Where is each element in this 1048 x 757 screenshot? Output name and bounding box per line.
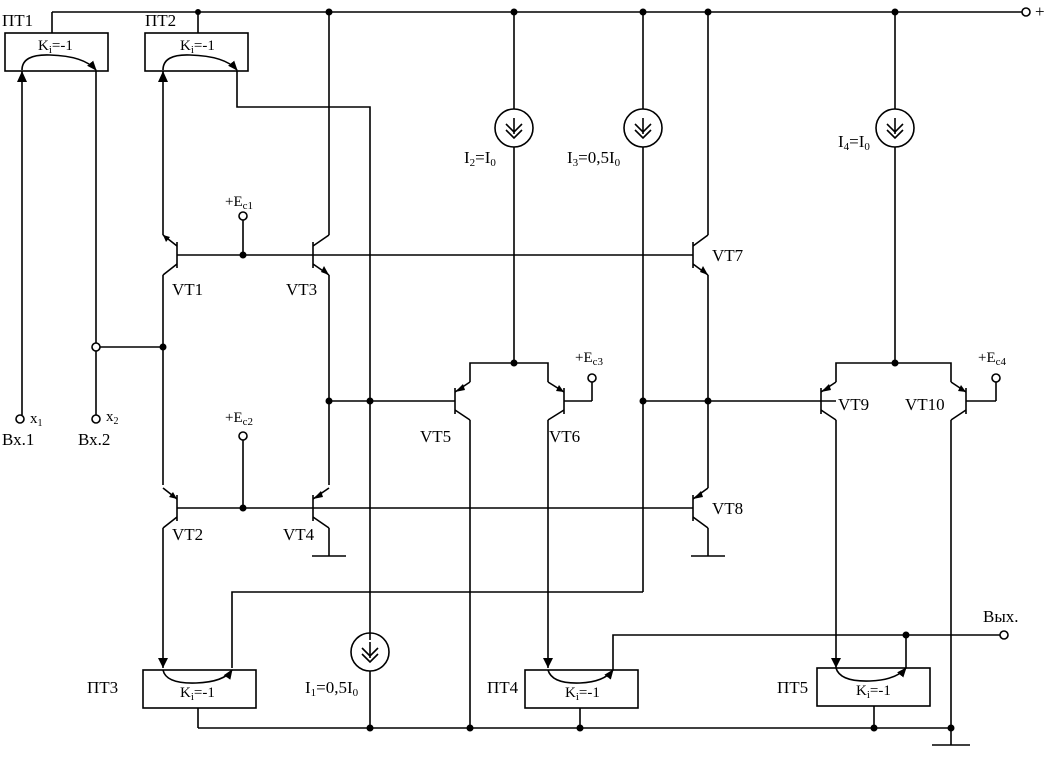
vt10-transistor: VT10 [905, 381, 967, 421]
ec2-label: +Ec2 [225, 410, 253, 428]
supply-terminal[interactable] [1021, 7, 1031, 17]
i1-current-source: I1=0,5I0 [305, 632, 390, 699]
vt3-transistor: VT3 [286, 234, 330, 299]
pt1-mirror: ПТ1 Ki=-1 [2, 11, 109, 72]
pt2-label: ПТ2 [145, 11, 176, 30]
output-terminal[interactable] [999, 630, 1009, 640]
input1-terminal[interactable] [15, 414, 25, 424]
vt3-label: VT3 [286, 280, 317, 299]
pt3-label: ПТ3 [87, 678, 118, 697]
i3-current-source: I3=0,5I0 [567, 108, 663, 169]
i2-current-source: I2=I0 [464, 108, 534, 169]
vt4-transistor: VT4 [283, 487, 330, 544]
supply-rail: + [51, 2, 1045, 33]
x1-label: x1 [30, 411, 43, 429]
vt5-label: VT5 [420, 427, 451, 446]
x2-label: x2 [106, 409, 119, 427]
svg-text:Ki=-1: Ki=-1 [180, 685, 215, 703]
svg-text:Ki=-1: Ki=-1 [38, 38, 73, 56]
vt9-label: VT9 [838, 395, 869, 414]
i4-current-source: I4=I0 [838, 108, 915, 153]
input1-label: Вх.1 [2, 430, 34, 449]
pt5-label: ПТ5 [777, 678, 808, 697]
i1-label: I1=0,5I0 [305, 678, 359, 699]
vt9-transistor: VT9 [820, 381, 869, 421]
vt4-label: VT4 [283, 525, 315, 544]
ec3-terminal[interactable] [587, 373, 597, 383]
pt4-mirror: ПТ4 Ki=-1 [487, 669, 639, 709]
input2-label: Вх.2 [78, 430, 110, 449]
pt2-mirror: ПТ2 Ki=-1 [144, 11, 249, 72]
vt1-label: VT1 [172, 280, 203, 299]
svg-text:Ki=-1: Ki=-1 [856, 683, 891, 701]
i4-label: I4=I0 [838, 132, 870, 153]
vt2-label: VT2 [172, 525, 203, 544]
ec1-label: +Ec1 [225, 194, 253, 212]
input2-terminal[interactable] [91, 414, 101, 424]
vt7-label: VT7 [712, 246, 744, 265]
supply-plus-label: + [1035, 2, 1045, 21]
ec4-label: +Ec4 [978, 350, 1007, 368]
i3-label: I3=0,5I0 [567, 148, 621, 169]
vt1-transistor: VT1 [162, 234, 203, 299]
pt3-mirror: ПТ3 Ki=-1 [87, 669, 257, 709]
i2-label: I2=I0 [464, 148, 496, 169]
ec1-terminal[interactable] [238, 211, 248, 221]
pt5-mirror: ПТ5 Ki=-1 [777, 667, 931, 707]
vt10-label: VT10 [905, 395, 945, 414]
vt7-transistor: VT7 [692, 234, 744, 276]
ec2-terminal[interactable] [238, 431, 248, 441]
svg-text:Ki=-1: Ki=-1 [565, 685, 600, 703]
vt8-transistor: VT8 [692, 487, 743, 529]
vt8-label: VT8 [712, 499, 743, 518]
vt6-transistor: VT6 [547, 381, 580, 446]
ec4-terminal[interactable] [991, 373, 1001, 383]
svg-text:Ki=-1: Ki=-1 [180, 38, 215, 56]
output-label: Вых. [983, 607, 1019, 626]
vt5-transistor: VT5 [420, 381, 471, 446]
pt1-label: ПТ1 [2, 11, 33, 30]
vt6-label: VT6 [549, 427, 580, 446]
vt2-transistor: VT2 [162, 487, 203, 544]
ec3-label: +Ec3 [575, 350, 604, 368]
pt4-label: ПТ4 [487, 678, 519, 697]
